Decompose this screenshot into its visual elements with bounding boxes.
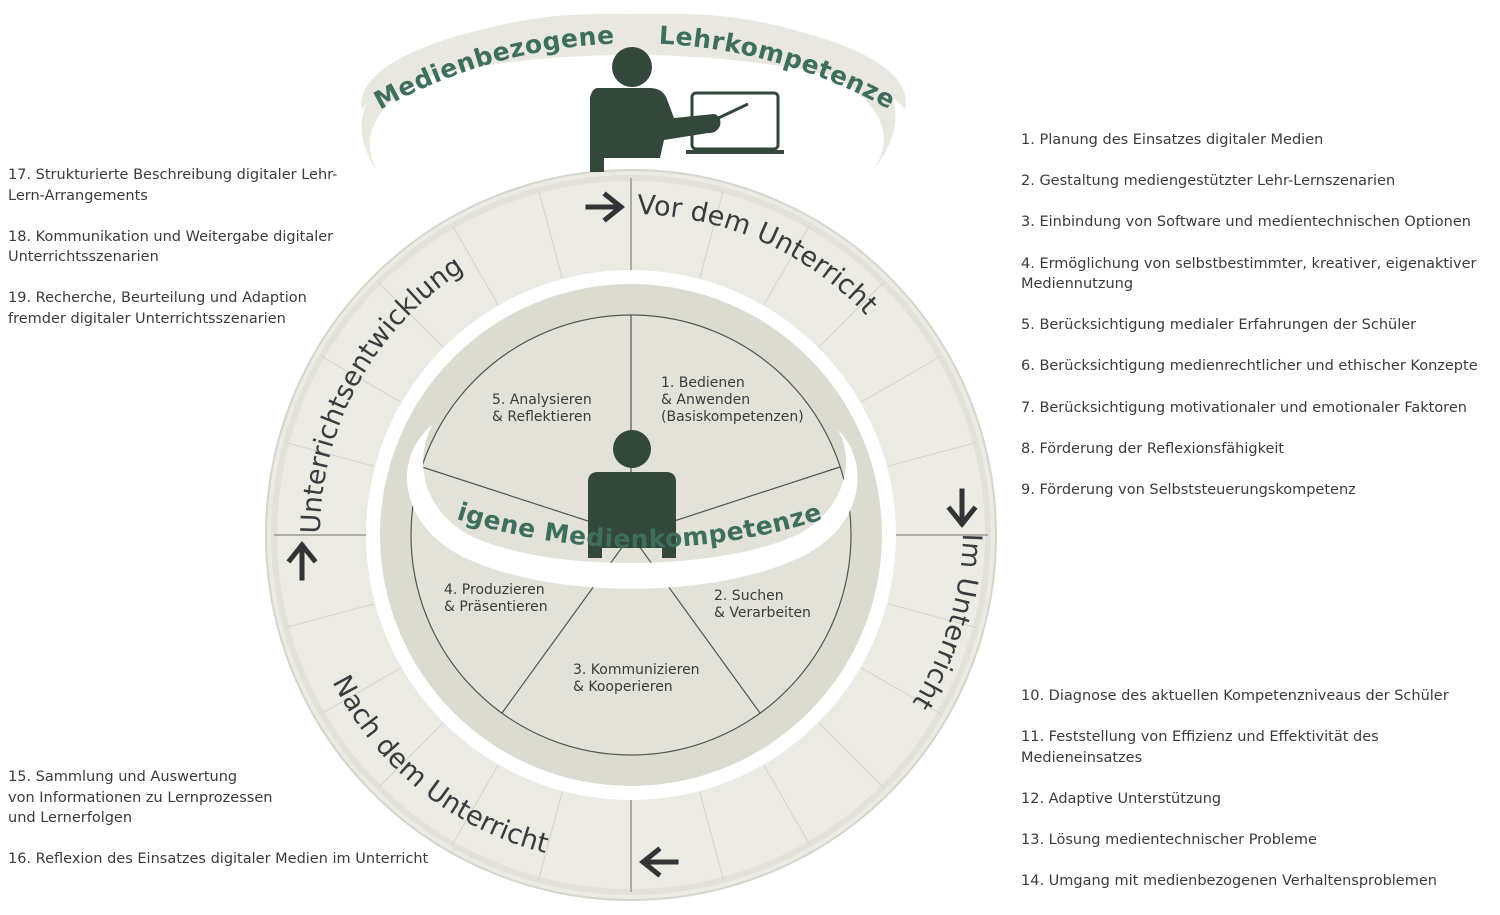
list-item: 10. Diagnose des aktuellen Kompetenznive…: [1021, 688, 1449, 704]
list-item: 2. Gestaltung mediengestützter Lehr-Lern…: [1021, 173, 1396, 190]
ring-tick: [538, 791, 563, 880]
ring-tick: [887, 603, 976, 628]
list-item: 19. Recherche, Beurteilung und Adaption …: [8, 290, 307, 327]
ring-tick: [378, 722, 444, 788]
list-item: 7. Berücksichtigung motivationaler und e…: [1021, 399, 1467, 416]
ring-tick: [321, 667, 401, 714]
segment-5-line-1: 5. Analysieren: [492, 392, 592, 408]
ring-tick: [818, 282, 884, 348]
list-item: 6. Berücksichtigung medienrechtlicher un…: [1021, 358, 1478, 375]
segment-4-line-2: & Präsentieren: [444, 599, 548, 615]
ring-tick: [887, 442, 976, 467]
segment-4-line-1: 4. Produzieren: [444, 582, 545, 598]
competency-list-unterrichtsentwicklung: 17. Strukturierte Beschreibung digitaler…: [8, 165, 337, 350]
ring-tick: [538, 190, 563, 279]
ring-tick: [818, 722, 884, 788]
outer-title-banner-band: [361, 13, 906, 110]
segment-1-line-2: & Anwenden: [661, 392, 750, 408]
pie-segment-4: 4. Produzieren & Präsentieren: [444, 582, 548, 615]
segment-5-line-2: & Reflektieren: [492, 409, 592, 425]
list-item: 14. Umgang mit medienbezogenen Verhalten…: [1021, 873, 1437, 890]
list-item: 15. Sammlung und Auswertung von Informat…: [8, 769, 273, 826]
ring-tick: [861, 667, 941, 714]
list-item: 12. Adaptive Unterstützung: [1021, 790, 1222, 807]
segment-1-line-3: (Basiskompetenzen): [661, 409, 804, 425]
segment-2-line-2: & Verarbeiten: [714, 605, 811, 621]
ring-tick: [286, 603, 375, 628]
segment-1-line-1: 1. Bedienen: [661, 375, 745, 391]
list-item: 18. Kommunikation und Weitergabe digital…: [8, 228, 334, 266]
ring-ticks: [286, 190, 976, 880]
ring-tick: [699, 190, 724, 279]
arrow-down-icon: [946, 488, 978, 529]
list-item: 5. Berücksichtigung medialer Erfahrungen…: [1021, 317, 1417, 334]
list-item: 1. Planung des Einsatzes digitaler Medie…: [1021, 132, 1324, 148]
ring-tick: [763, 765, 810, 845]
pie-segment-3: 3. Kommunizieren & Kooperieren: [573, 662, 700, 695]
segment-3-line-1: 3. Kommunizieren: [573, 662, 700, 678]
competency-list-im-unterricht: 10. Diagnose des aktuellen Kompetenznive…: [1021, 686, 1500, 912]
list-item: 3. Einbindung von Software und medientec…: [1021, 214, 1471, 231]
arrow-up-icon: [286, 540, 318, 581]
list-item: 13. Lösung medientechnischer Probleme: [1021, 832, 1317, 849]
ring-tick: [321, 356, 401, 403]
list-item: 8. Förderung der Reflexionsfähigkeit: [1021, 440, 1285, 457]
list-item: 11. Feststellung von Effizienz und Effek…: [1021, 729, 1379, 766]
competency-list-nach-dem-unterricht: 15. Sammlung und Auswertung von Informat…: [8, 767, 428, 890]
segment-2-line-1: 2. Suchen: [714, 588, 784, 604]
ring-tick: [763, 225, 810, 305]
list-item: 16. Reflexion des Einsatzes digitaler Me…: [8, 851, 429, 867]
ring-tick: [378, 282, 444, 348]
segment-3-line-2: & Kooperieren: [573, 679, 673, 695]
list-item: 4. Ermöglichung von selbstbestimmter, kr…: [1021, 255, 1477, 293]
list-item: 17. Strukturierte Beschreibung digitaler…: [8, 167, 338, 204]
pie-segment-2: 2. Suchen & Verarbeiten: [714, 588, 811, 621]
ring-tick: [452, 765, 499, 845]
ring-tick: [286, 442, 375, 467]
teacher-with-laptop-icon: [590, 47, 784, 172]
arrow-right-icon: [585, 191, 626, 223]
ring-tick: [699, 791, 724, 880]
competency-list-vor-dem-unterricht: 1. Planung des Einsatzes digitaler Medie…: [1021, 130, 1478, 521]
list-item: 9. Förderung von Selbststeuerungskompete…: [1021, 482, 1356, 498]
arrow-left-icon: [638, 846, 679, 878]
ring-tick: [861, 356, 941, 403]
pie-segment-5: 5. Analysieren & Reflektieren: [492, 392, 592, 425]
person-icon: [588, 430, 676, 558]
ring-quadrant-lines: [274, 178, 988, 892]
ring-tick: [452, 225, 499, 305]
pie-segment-1: 1. Bedienen & Anwenden (Basiskompetenzen…: [661, 375, 804, 425]
